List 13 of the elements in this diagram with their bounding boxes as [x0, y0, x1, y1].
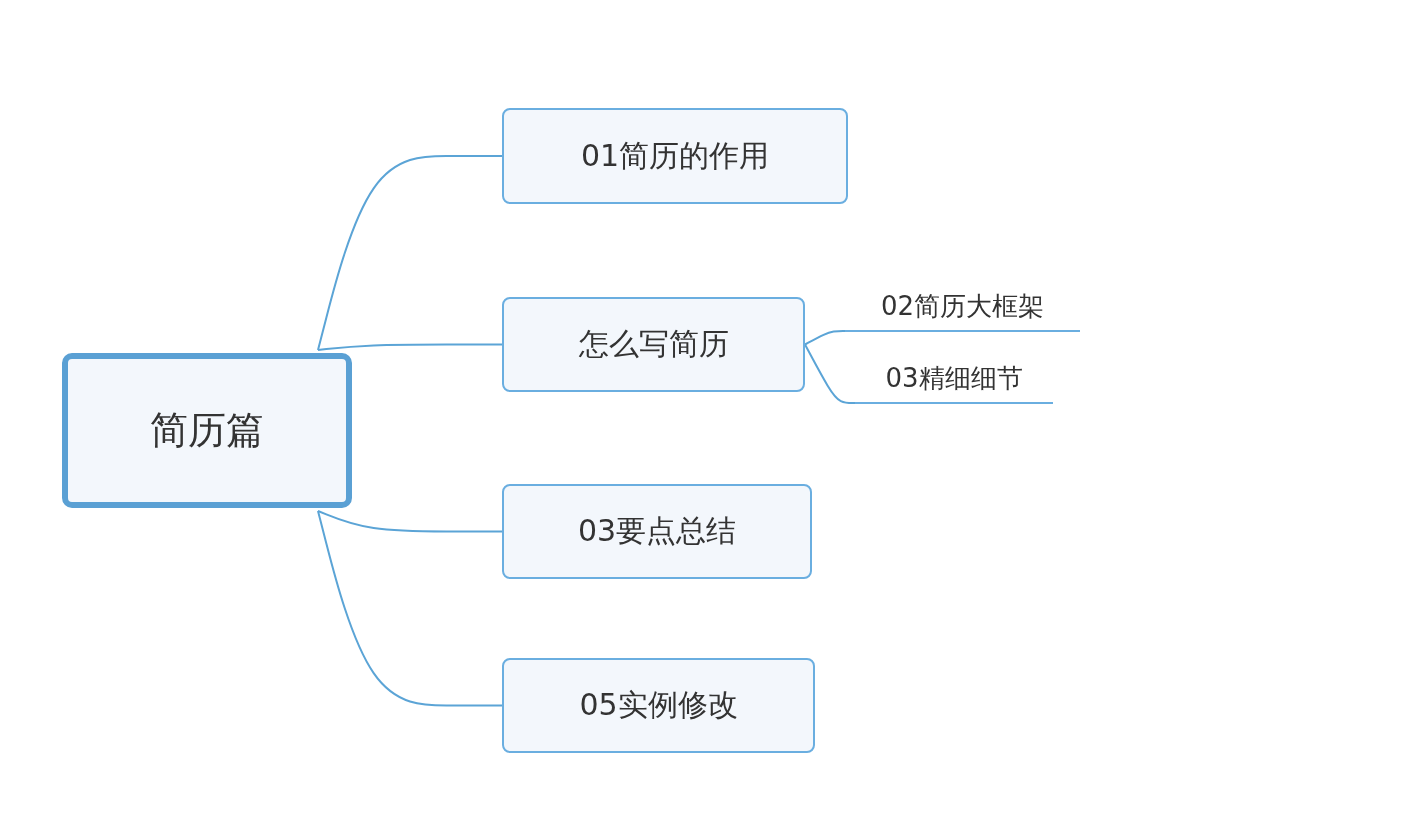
- connector-line: [317, 155, 503, 351]
- connector-line: [804, 330, 846, 346]
- topic-box: 01简历的作用: [502, 108, 848, 204]
- connector-line: [317, 343, 503, 351]
- topic-box: 怎么写简历: [502, 297, 805, 392]
- connector-line: [317, 510, 503, 533]
- connector-line: [804, 343, 856, 404]
- connector-line: [317, 510, 503, 707]
- topic-box: 03要点总结: [502, 484, 812, 579]
- central-topic-box: 简历篇: [62, 353, 352, 508]
- topic-box: 05实例修改: [502, 658, 815, 753]
- subtopic-label: 02简历大框架: [845, 290, 1080, 332]
- subtopic-label: 03精细细节: [855, 362, 1053, 404]
